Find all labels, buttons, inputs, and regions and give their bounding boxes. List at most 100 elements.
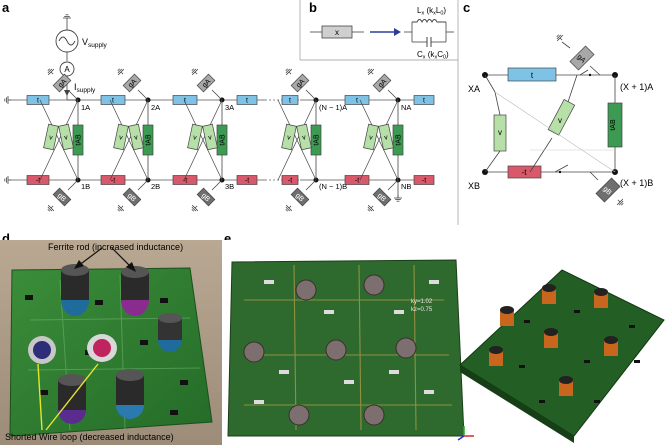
ga-resistor: gA — [122, 73, 142, 93]
node-x1b: (X + 1)B — [620, 178, 653, 188]
t-resistor-label: t — [112, 98, 114, 105]
res-v-c-right: v — [547, 99, 576, 136]
ammeter-label: A — [64, 65, 70, 74]
rail-ground-icon — [4, 175, 12, 185]
switch-icon — [554, 164, 569, 173]
v-resistor: v — [187, 123, 203, 151]
tab-resistor: tAB — [72, 124, 84, 156]
neg-t-resistor-label: -t — [183, 178, 187, 185]
tab-resistor: tAB — [216, 124, 228, 156]
inductor-icon — [412, 19, 446, 24]
neg-t-resistor-label: -t — [355, 178, 359, 185]
node-label-top: NA — [401, 103, 411, 112]
coil-3d-icon — [489, 284, 618, 396]
neg-t-resistor: -t — [281, 175, 299, 185]
ga-resistor-label: gA — [295, 78, 306, 89]
ferrite-rod-caption: Ferrite rod (increased inductance) — [48, 242, 184, 252]
t-resistor: t — [281, 95, 299, 105]
res-ga-c: gA — [569, 45, 595, 71]
neg-t-resistor-label: -t — [288, 178, 292, 185]
gb-resistor-label: gB — [126, 192, 137, 203]
panel-label-d: d — [2, 231, 10, 246]
gb-ground-icon — [115, 202, 127, 214]
gb-ground-icon — [365, 202, 377, 214]
ga-resistor: gA — [196, 73, 216, 93]
node-xb: XB — [468, 181, 480, 191]
t-resistor: t — [172, 95, 198, 105]
ga-resistor-label: gA — [57, 78, 68, 89]
tab-resistor: tAB — [310, 124, 322, 156]
v-resistor-label: v — [208, 134, 213, 142]
node-label-top: 1A — [81, 103, 90, 112]
res-t-c — [507, 67, 557, 82]
ga-resistor: gA — [372, 73, 392, 93]
panel-label-e: e — [224, 231, 232, 246]
cx-label: Cx (kxC0) — [417, 50, 449, 60]
pcb-3d-view — [459, 269, 665, 437]
shorted-loop-caption: Shorted Wire loop (decreased inductance) — [5, 432, 174, 442]
gb-resistor-label: gB — [376, 192, 387, 203]
node-label-top: 3A — [225, 103, 234, 112]
v-resistor: v — [281, 123, 297, 151]
capacitor-icon — [412, 37, 446, 47]
gb-resistor: gB — [372, 187, 392, 207]
ga-ground-icon — [283, 66, 295, 78]
node-label-top: (N − 1)A — [319, 103, 347, 112]
lx-label: Lx (kxL0) — [417, 6, 446, 17]
node-label-bottom: NB — [401, 182, 411, 191]
gb-resistor-label: gB — [200, 192, 211, 203]
gb-ground-icon — [189, 202, 201, 214]
v-resistor-label: v — [48, 134, 53, 142]
neg-t-resistor: -t — [413, 175, 435, 185]
gb-ground-icon — [283, 202, 295, 214]
node-xa: XA — [468, 84, 480, 94]
t-resistor-label: t — [37, 98, 39, 105]
axis-triad-icon — [457, 426, 474, 441]
gb-resistor: gB — [290, 187, 310, 207]
gb-resistor-label: gB — [56, 192, 67, 203]
ga-resistor: gA — [290, 73, 310, 93]
ga-ground-icon — [554, 32, 566, 44]
panel-label-c: c — [463, 0, 471, 15]
t-resistor-label: t — [246, 98, 248, 105]
res-v-c-left: v — [493, 114, 507, 152]
t-resistor: t — [26, 95, 50, 105]
panel-label-a: a — [2, 0, 10, 15]
svg-text:gA: gA — [575, 54, 586, 65]
ga-resistor-label: gA — [377, 78, 388, 89]
neg-t-resistor: -t — [236, 175, 258, 185]
v-resistor-label: v — [286, 134, 291, 142]
t-resistor-label: t — [184, 98, 186, 105]
ga-resistor: gA — [52, 73, 72, 93]
v-resistor: v — [58, 123, 74, 151]
gb-resistor: gB — [196, 187, 216, 207]
t-resistor: t — [344, 95, 370, 105]
gb-resistor-label: gB — [294, 192, 305, 203]
neg-t-resistor-label: -t — [36, 178, 40, 185]
vsupply-label: Vsupply — [82, 37, 108, 49]
ga-ground-icon — [115, 66, 127, 78]
generic-element-label: x — [335, 28, 339, 37]
neg-t-resistor-label: -t — [111, 178, 115, 185]
v-resistor-label: v — [118, 134, 123, 142]
isupply-label: Isupply — [74, 82, 96, 94]
node-label-top: 2A — [151, 103, 160, 112]
v-resistor: v — [202, 123, 218, 151]
inductor-coil-photo — [28, 264, 182, 424]
gb-resistor: gB — [122, 187, 142, 207]
tab-resistor-label: tAB — [76, 134, 83, 146]
v-resistor-label: v — [134, 134, 139, 142]
tab-resistor-label: tAB — [314, 134, 321, 146]
svg-text:-t: -t — [522, 168, 528, 177]
v-resistor: v — [43, 123, 59, 151]
ky-annotation: ky=1.02 — [411, 299, 433, 305]
panel-b-equivalent: x Lx (kxL0) Cx (kxC0) — [310, 6, 454, 60]
v-resistor: v — [128, 123, 144, 151]
v-resistor-label: v — [64, 134, 69, 142]
ga-resistor-label: gA — [127, 78, 138, 89]
node-label-bottom: 2B — [151, 182, 160, 191]
node-label-bottom: 3B — [225, 182, 234, 191]
neg-t-resistor: -t — [344, 175, 370, 185]
v-resistor: v — [113, 123, 129, 151]
